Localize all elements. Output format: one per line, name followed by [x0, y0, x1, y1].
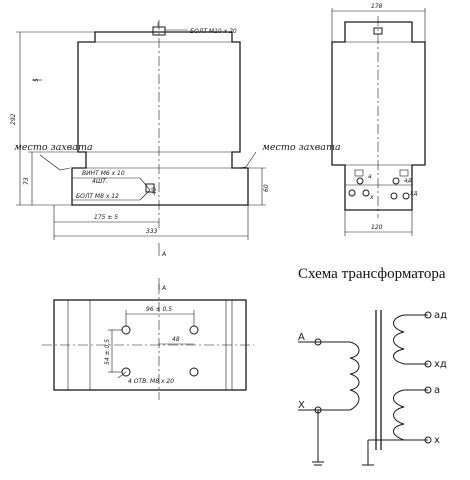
terminal-ad-label: ад — [404, 177, 412, 184]
grip-label-right: место захвата — [262, 142, 341, 153]
section-mark-front: А — [161, 251, 166, 258]
height-73-label: 73 — [23, 177, 30, 185]
holes-note-label: 4 ОТВ. М8 х 20 — [128, 378, 174, 385]
secondary-terminal-x-label: x — [434, 435, 440, 446]
front-view — [16, 20, 266, 256]
dim-48-label: 48 — [172, 336, 180, 343]
dim-333-label: 333 — [146, 228, 158, 235]
side-view — [331, 8, 426, 236]
primary-terminal-a-label: A — [298, 332, 305, 343]
secondary-terminal-xd-label: хд — [434, 359, 447, 370]
dim-54-label: 54 ± 0,5 — [104, 339, 111, 365]
width-178-label: 178 — [371, 3, 383, 10]
bolt-top-label: БОЛТ М10 х 20 — [190, 28, 237, 35]
small-mark-label: 5 — [33, 78, 40, 82]
section-mark-plan: А — [161, 285, 166, 292]
grip-label-left: место захвата — [14, 142, 93, 153]
terminal-xd-label: хд — [409, 190, 418, 197]
secondary-terminal-a-label: a — [434, 385, 440, 396]
secondary-terminal-ad-label: ад — [434, 310, 447, 321]
dim-96-label: 96 ± 0,5 — [146, 306, 172, 313]
bolt-bottom-label: БОЛТ М8 х 12 — [76, 193, 119, 200]
schema-diagram — [298, 310, 432, 466]
terminal-x-label: х — [369, 194, 374, 201]
plan-view — [42, 278, 254, 400]
dim-175-label: 175 ± 5 — [94, 214, 118, 221]
screw-qty-label: 4ШТ. — [92, 178, 108, 185]
screw-label: ВИНТ М6 х 10 — [82, 170, 125, 177]
height-292-label: 292 — [10, 113, 17, 125]
height-60-label: 60 — [263, 184, 270, 192]
terminal-a-label: a — [368, 173, 372, 180]
dim-40-label: 40 — [151, 187, 158, 195]
primary-terminal-x-label: X — [298, 400, 305, 411]
schema-title: Схема трансформатора — [298, 266, 446, 282]
width-120-label: 120 — [371, 224, 383, 231]
